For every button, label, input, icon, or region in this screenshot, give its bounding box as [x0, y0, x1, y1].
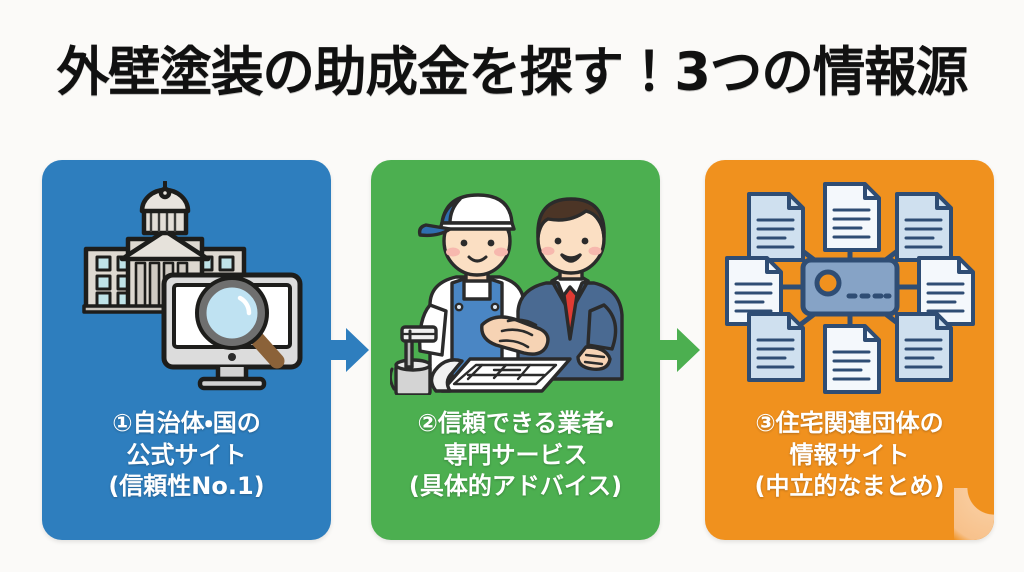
government-building-and-monitor-search-icon — [42, 168, 331, 406]
arrow-card2-to-card3 — [653, 325, 701, 375]
card-housing-organizations-caption: ③住宅関連団体の 情報サイト (中立的なまとめ) — [705, 408, 994, 503]
caption-line-3: (中立的なまとめ) — [754, 472, 945, 501]
caption-line-2: 専門サービス — [443, 440, 588, 469]
caption-line-3: (信頼性No.1) — [108, 472, 265, 501]
card-official-sites[interactable]: ①自治体・国の 公式サイト (信頼性No.1) — [42, 160, 331, 540]
caption-line-1: ①自治体・国の — [112, 409, 261, 437]
cards-row: ①自治体・国の 公式サイト (信頼性No.1) — [0, 160, 1024, 542]
page-title: 外壁塗装の助成金を探す！3つの情報源 — [0, 44, 1024, 101]
caption-line-1: ③住宅関連団体の — [755, 409, 944, 437]
card-housing-organizations[interactable]: ③住宅関連団体の 情報サイト (中立的なまとめ) — [705, 160, 994, 540]
page-title-text: 外壁塗装の助成金を探す！3つの情報源 — [56, 42, 969, 103]
caption-line-2: 情報サイト — [789, 440, 910, 469]
card-official-sites-caption: ①自治体・国の 公式サイト (信頼性No.1) — [42, 408, 331, 503]
caption-line-2: 公式サイト — [126, 440, 247, 469]
card-trusted-contractors-caption: ②信頼できる業者・ 専門サービス (具体的アドバイス) — [371, 408, 660, 503]
caption-line-1: ②信頼できる業者・ — [417, 409, 614, 437]
card-trusted-contractors[interactable]: ②信頼できる業者・ 専門サービス (具体的アドバイス) — [371, 160, 660, 540]
handshake-contractor-and-businessman-icon — [371, 168, 660, 406]
arrow-card1-to-card2 — [322, 325, 370, 375]
caption-line-3: (具体的アドバイス) — [408, 472, 623, 501]
document-network-hub-icon — [705, 168, 994, 406]
